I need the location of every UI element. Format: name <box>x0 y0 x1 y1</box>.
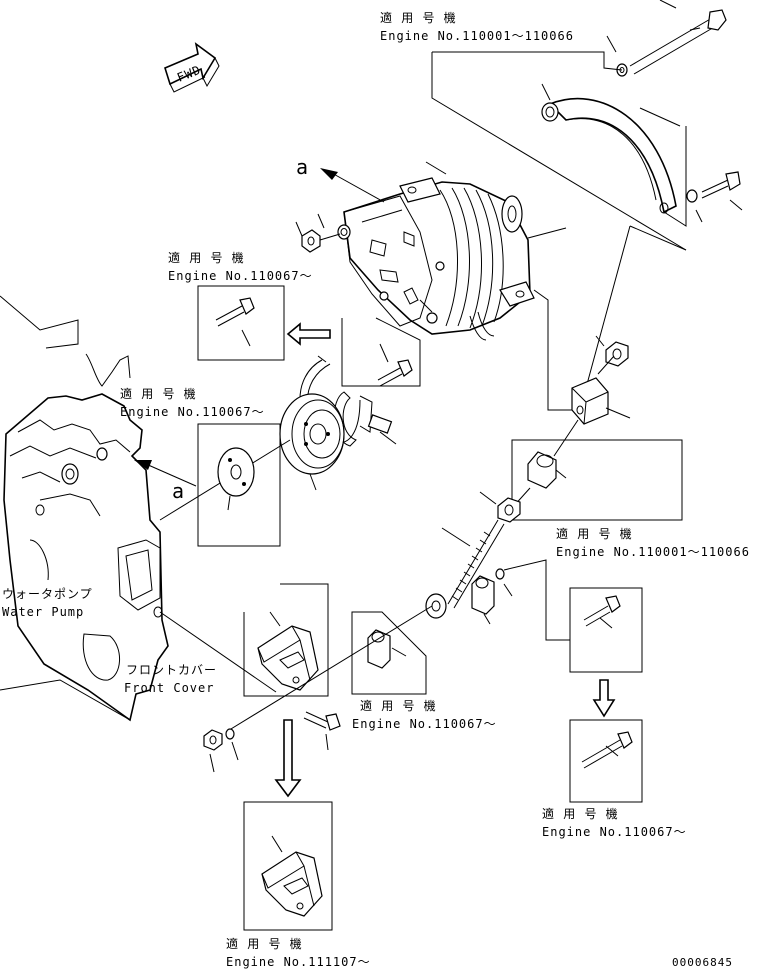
adjust-rod <box>425 519 505 619</box>
hollow-arrow-left <box>286 322 331 346</box>
applicable-label-3: 適 用 号 機 <box>120 386 197 401</box>
applicable-label-5: 適 用 号 機 <box>542 806 619 821</box>
bolt-alt-lower <box>377 343 413 387</box>
detail-box-spacer <box>197 423 281 547</box>
belt-cover <box>541 83 681 214</box>
water-pump-label-jp: ウォータポンプ <box>2 587 93 601</box>
view-a-label-left: a <box>172 479 184 503</box>
engine-range-label-2: Engine No.110067〜 <box>168 269 313 283</box>
detail-frame-alt-bolt <box>341 317 421 387</box>
detail-box-bolt-long <box>569 719 643 803</box>
detail-box-collar-mid <box>351 611 427 695</box>
link-line-lower <box>503 559 570 641</box>
alternator <box>343 177 535 341</box>
detail-box-bolt-upper <box>197 285 285 361</box>
nut-washer-alt <box>295 213 351 253</box>
nut-washer-bracket <box>203 728 239 773</box>
mount-line-bracket <box>159 605 433 733</box>
detail-box-bracket-new <box>243 801 333 931</box>
applicable-label-7: 適 用 号 機 <box>226 936 303 951</box>
leader-alternator <box>527 227 567 239</box>
leader-belt <box>379 431 397 445</box>
bolt-right <box>686 171 743 223</box>
applicable-label-1: 適 用 号 機 <box>380 10 457 25</box>
applicable-label-4: 適 用 号 機 <box>556 526 633 541</box>
engine-range-label-5: Engine No.110067〜 <box>542 825 687 839</box>
water-pump-label-en: Water Pump <box>2 605 84 619</box>
bolt-right-detail <box>583 595 621 629</box>
collar-upper <box>527 451 567 489</box>
long-bolt-top <box>629 0 727 75</box>
nut-adjust-top <box>595 335 629 367</box>
front-cover-label-jp: フロントカバー <box>126 663 217 677</box>
leader-alternator-ear <box>425 161 447 175</box>
adjust-bracket-new <box>261 835 323 917</box>
view-a-arrow-top <box>320 168 385 203</box>
frame-line-adjust <box>533 225 631 411</box>
adjust-block <box>571 355 631 425</box>
collar-lower <box>471 568 513 625</box>
engine-range-label-1: Engine No.110001〜110066 <box>380 29 574 43</box>
front-cover-label-en: Front Cover <box>124 681 214 695</box>
nut-adjust-mid <box>479 491 521 523</box>
hollow-arrow-down-left <box>274 719 302 798</box>
frame-box-collar <box>511 439 683 521</box>
bolt-detail-upper <box>215 297 255 347</box>
engine-range-label-6: Engine No.110067〜 <box>352 717 497 731</box>
adjust-bracket <box>257 611 319 691</box>
applicability-frame-top <box>431 51 687 251</box>
fwd-arrow-icon <box>164 42 220 93</box>
collar-mid <box>367 629 407 669</box>
engine-range-label-3: Engine No.110067〜 <box>120 405 265 419</box>
view-a-arrow-left <box>134 460 197 487</box>
pulley <box>279 393 345 491</box>
hollow-arrow-down-right <box>592 679 616 718</box>
fwd-label: FWD <box>175 63 203 85</box>
drawing-number: 00006845 <box>672 956 733 969</box>
bolt-long-detail <box>581 731 633 769</box>
detail-box-bolt-right <box>569 587 643 673</box>
engine-range-label-4: Engine No.110001〜110066 <box>556 545 750 559</box>
applicable-label-2: 適 用 号 機 <box>168 250 245 265</box>
bracket-line <box>629 126 687 251</box>
applicable-label-6: 適 用 号 機 <box>360 698 437 713</box>
bolt-bracket <box>303 711 341 751</box>
view-a-label-top: a <box>296 155 308 179</box>
washer-top <box>606 35 628 77</box>
detail-box-bracket <box>243 583 329 697</box>
engine-front-cover <box>0 295 169 722</box>
spacer-hub <box>217 447 255 511</box>
engine-range-label-7: Engine No.111107〜 <box>226 955 371 969</box>
